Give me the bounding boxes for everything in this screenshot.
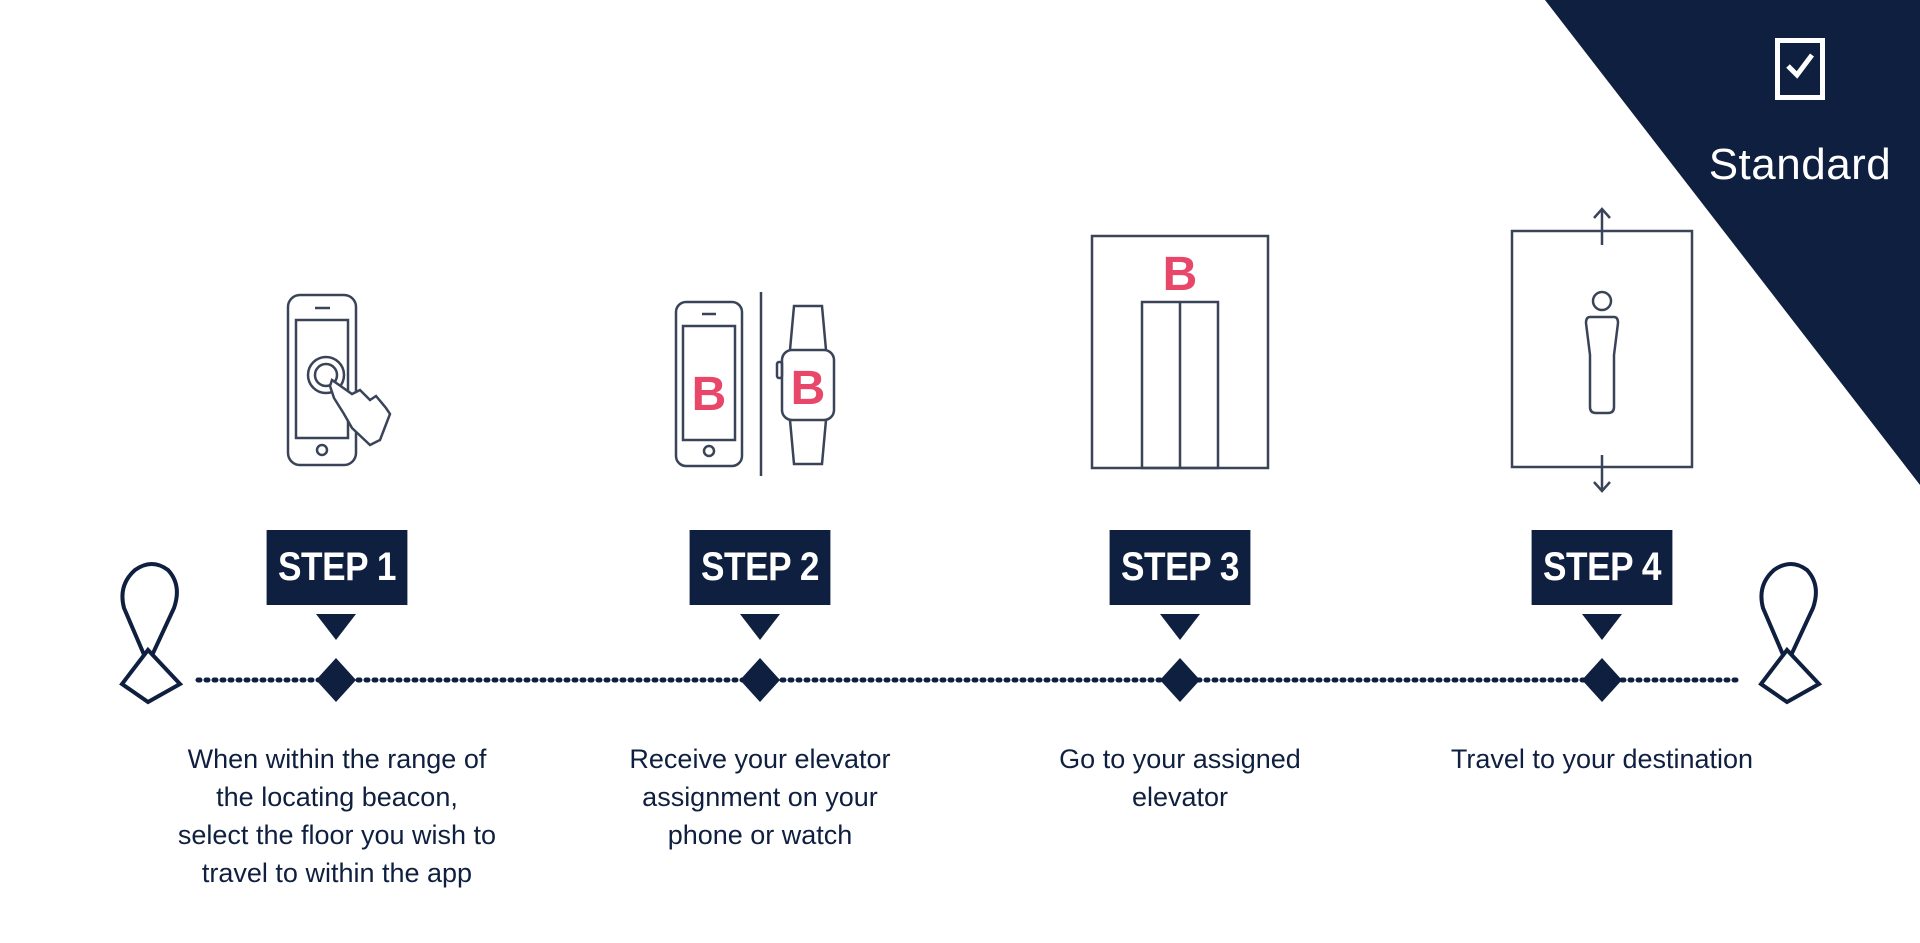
step-3-marker [1160,658,1200,702]
elevator-door-icon: B [1090,234,1270,470]
step-4-marker [1582,658,1622,702]
phone-tap-icon [286,293,392,467]
step-3-description: Go to your assigned elevator [1059,744,1301,812]
phone-letter-b: B [692,368,727,421]
phone-watch-assignment-icon: B B [674,292,836,476]
step-1-description: When within the range of the locating be… [177,744,497,888]
checkbox-checked-icon [1775,38,1825,100]
step-2-label: STEP 2 [689,530,831,605]
step-1-marker [316,658,356,702]
step-4-label: STEP 4 [1531,530,1673,605]
step-4-description: Travel to your destination [1450,744,1754,774]
step-3-label: STEP 3 [1109,530,1251,605]
elevator-passenger-icon [1510,207,1694,493]
step-2-marker [740,658,780,702]
step-2-pointer [740,614,780,640]
step-2-description: Receive your elevator assignment on your… [629,744,891,850]
elevator-letter-b: B [1163,248,1198,301]
step-4-pointer [1582,614,1622,640]
step-3-pointer [1160,614,1200,640]
watch-letter-b: B [791,362,826,415]
location-pin-end-icon [1758,562,1823,705]
step-1-pointer [316,614,356,640]
location-pin-start-icon [119,562,184,705]
step-1-label: STEP 1 [266,530,408,605]
standard-label: Standard [1708,140,1892,189]
